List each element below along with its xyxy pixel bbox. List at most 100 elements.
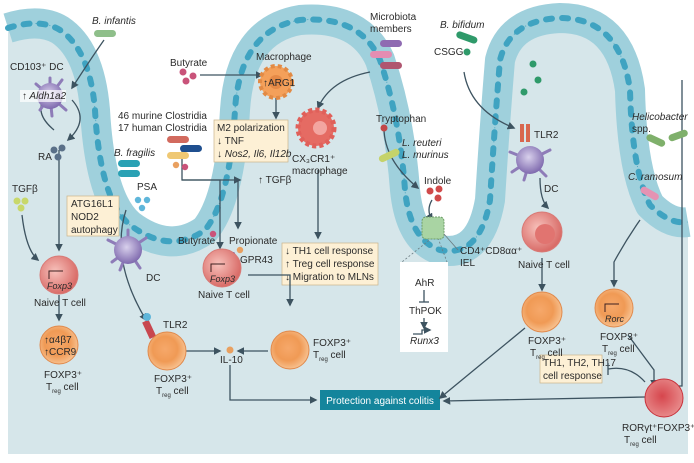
psa-dot — [138, 204, 146, 212]
csgg-label: CSGG — [434, 47, 464, 58]
treg-label-2: Treg cell — [602, 344, 635, 357]
tgfb-dot — [13, 197, 21, 205]
csgg-dot — [520, 88, 528, 96]
clostridia-label-2: 17 human Clostridia — [118, 123, 207, 134]
naive-t-label-left: Naive T cell — [34, 298, 86, 309]
treg-response-line: ↑ Treg cell response — [285, 259, 375, 270]
butyrate-dot — [182, 77, 190, 85]
helicobacter-label-1: Helicobacter — [632, 112, 688, 123]
treg-cell-tlr2: TLR2 FOXP3⁺ Treg cell — [142, 313, 192, 399]
foxp3-gene-label: Foxp3 — [210, 274, 235, 284]
b-fragilis-rod-1 — [118, 160, 140, 167]
th1-response-box: ↓ TH1 cell response ↑ Treg cell response… — [281, 242, 379, 286]
roryt-label-2: Treg cell — [624, 435, 657, 448]
integrin-label: ↑α4β7 — [44, 335, 72, 346]
indole-dot — [434, 194, 442, 202]
treg-label-2: Treg cell — [313, 350, 346, 363]
macrophage: Macrophage ↑ARG1 — [256, 52, 312, 100]
naive-t-cell-middle: Foxp3 Naive T cell — [198, 248, 250, 301]
csgg-dot — [529, 60, 537, 68]
thpok-label: ThPOK — [409, 306, 442, 317]
ccr9-label: ↑CCR9 — [44, 347, 77, 358]
clostridia-rod-1 — [167, 136, 189, 143]
nod2-line: NOD2 — [71, 212, 99, 223]
protection-label: Protection against colitis — [326, 396, 434, 407]
naive-t-cell-right: Naive T cell — [518, 211, 570, 271]
tgfb-dot — [21, 197, 29, 205]
iel-cell — [421, 216, 445, 240]
treg-cell-right: FOXP3⁺ Treg cell — [521, 291, 566, 361]
treg-cell-propionate: FOXP3⁺ Treg cell — [270, 330, 351, 370]
microbiota-rod-1 — [380, 40, 402, 47]
arg1-label: ↑ARG1 — [263, 78, 296, 89]
b-fragilis-label: B. fragilis — [114, 148, 155, 159]
clostridia-rod-3 — [167, 152, 189, 159]
nos2-line: ↓ Nos2, Il6, Il12b — [217, 149, 292, 160]
microbiota-rod-3 — [380, 62, 402, 69]
m2-polarization-box: M2 polarization ↓ TNF ↓ Nos2, Il6, Il12b — [213, 119, 292, 163]
atg16l1-box: ATG16L1 NOD2 autophagy — [66, 195, 120, 237]
microbiota-rod-2 — [370, 51, 392, 58]
tgfb-up-label: ↑ TGFβ — [258, 175, 292, 186]
butyrate-dot — [179, 68, 187, 76]
m2-line: M2 polarization — [217, 123, 285, 134]
psa-label: PSA — [137, 182, 157, 193]
b-fragilis-rod-2 — [118, 170, 140, 177]
treg-label-2: Treg cell — [46, 382, 79, 395]
ra-dot — [58, 144, 66, 152]
tryptophan-dot — [380, 124, 388, 132]
th-response-box: TH1, TH2, TH17 cell response — [539, 354, 616, 384]
tlr2-left-label: TLR2 — [163, 320, 188, 331]
csgg-dot — [463, 48, 471, 56]
butyrate-dot — [209, 230, 217, 238]
cell-response-line: cell response — [543, 371, 602, 382]
cx3cr1-label-1: CX₃CR1⁺ — [292, 154, 335, 165]
cx3cr1-label-2: macrophage — [292, 166, 348, 177]
l-reuteri-label: L. reuteri — [402, 138, 442, 149]
th1-line: ↓ TH1 cell response — [285, 246, 374, 257]
roryt-treg-cell: RORγt⁺FOXP3⁺ Treg cell — [622, 378, 694, 448]
treg-label: FOXP3⁺ — [600, 332, 638, 343]
l-murinus-label: L. murinus — [402, 150, 449, 161]
c-ramosum-label: C. ramosum — [628, 172, 682, 183]
ra-dot — [50, 146, 58, 154]
roryt-label: RORγt⁺FOXP3⁺ — [622, 423, 694, 434]
b-infantis-rod — [94, 30, 116, 37]
runx3-label: Runx3 — [410, 336, 439, 347]
atg16l1-line: ATG16L1 — [71, 199, 113, 210]
treg-label-2: Treg cell — [156, 386, 189, 399]
foxp3-gene-label: Foxp3 — [47, 281, 72, 291]
gpr43-label: GPR43 — [240, 255, 273, 266]
cd103-dendritic-cell: CD103⁺ DC ↑ Aldh1a2 — [10, 62, 68, 118]
aldh1a2-label: ↑ Aldh1a2 — [22, 91, 67, 102]
indole-dot — [435, 185, 443, 193]
iel-label-1: CD4⁺CD8αα⁺ — [460, 246, 522, 257]
propionate-label: Propionate — [229, 236, 278, 247]
dc-left-label: DC — [146, 273, 160, 284]
microbiota-label-2: members — [370, 24, 412, 35]
tryptophan-label: Tryptophan — [376, 114, 426, 125]
th-types-line: TH1, TH2, TH17 — [543, 358, 616, 369]
epithelium-layer — [8, 8, 688, 251]
treg-label: FOXP3⁺ — [154, 374, 192, 385]
naive-t-label-right: Naive T cell — [518, 260, 570, 271]
mln-line: ↓ Migration to MLNs — [285, 272, 374, 283]
ra-dot — [54, 153, 62, 161]
il10-dot — [226, 346, 234, 354]
treg-cell-rorc: Rorc FOXP3⁺ Treg cell — [594, 288, 638, 357]
psa-dot — [134, 196, 142, 204]
treg-cell-integrin: ↑α4β7 ↑CCR9 FOXP3⁺ Treg cell — [39, 325, 82, 395]
scfa-dot — [172, 161, 180, 169]
tlr2-right-label: TLR2 — [534, 130, 559, 141]
helicobacter-rod-1 — [646, 134, 666, 147]
macrophage-label: Macrophage — [256, 52, 312, 63]
naive-t-label-middle: Naive T cell — [198, 290, 250, 301]
butyrate-label-bottom: Butyrate — [178, 236, 216, 247]
b-bifidum-label: B. bifidum — [440, 20, 484, 31]
rorc-gene-label: Rorc — [605, 314, 625, 324]
dc-right-label: DC — [544, 184, 558, 195]
clostridia-rod-2 — [180, 145, 202, 152]
b-bifidum-rod — [456, 31, 478, 44]
microbiota-label-1: Microbiota — [370, 12, 417, 23]
